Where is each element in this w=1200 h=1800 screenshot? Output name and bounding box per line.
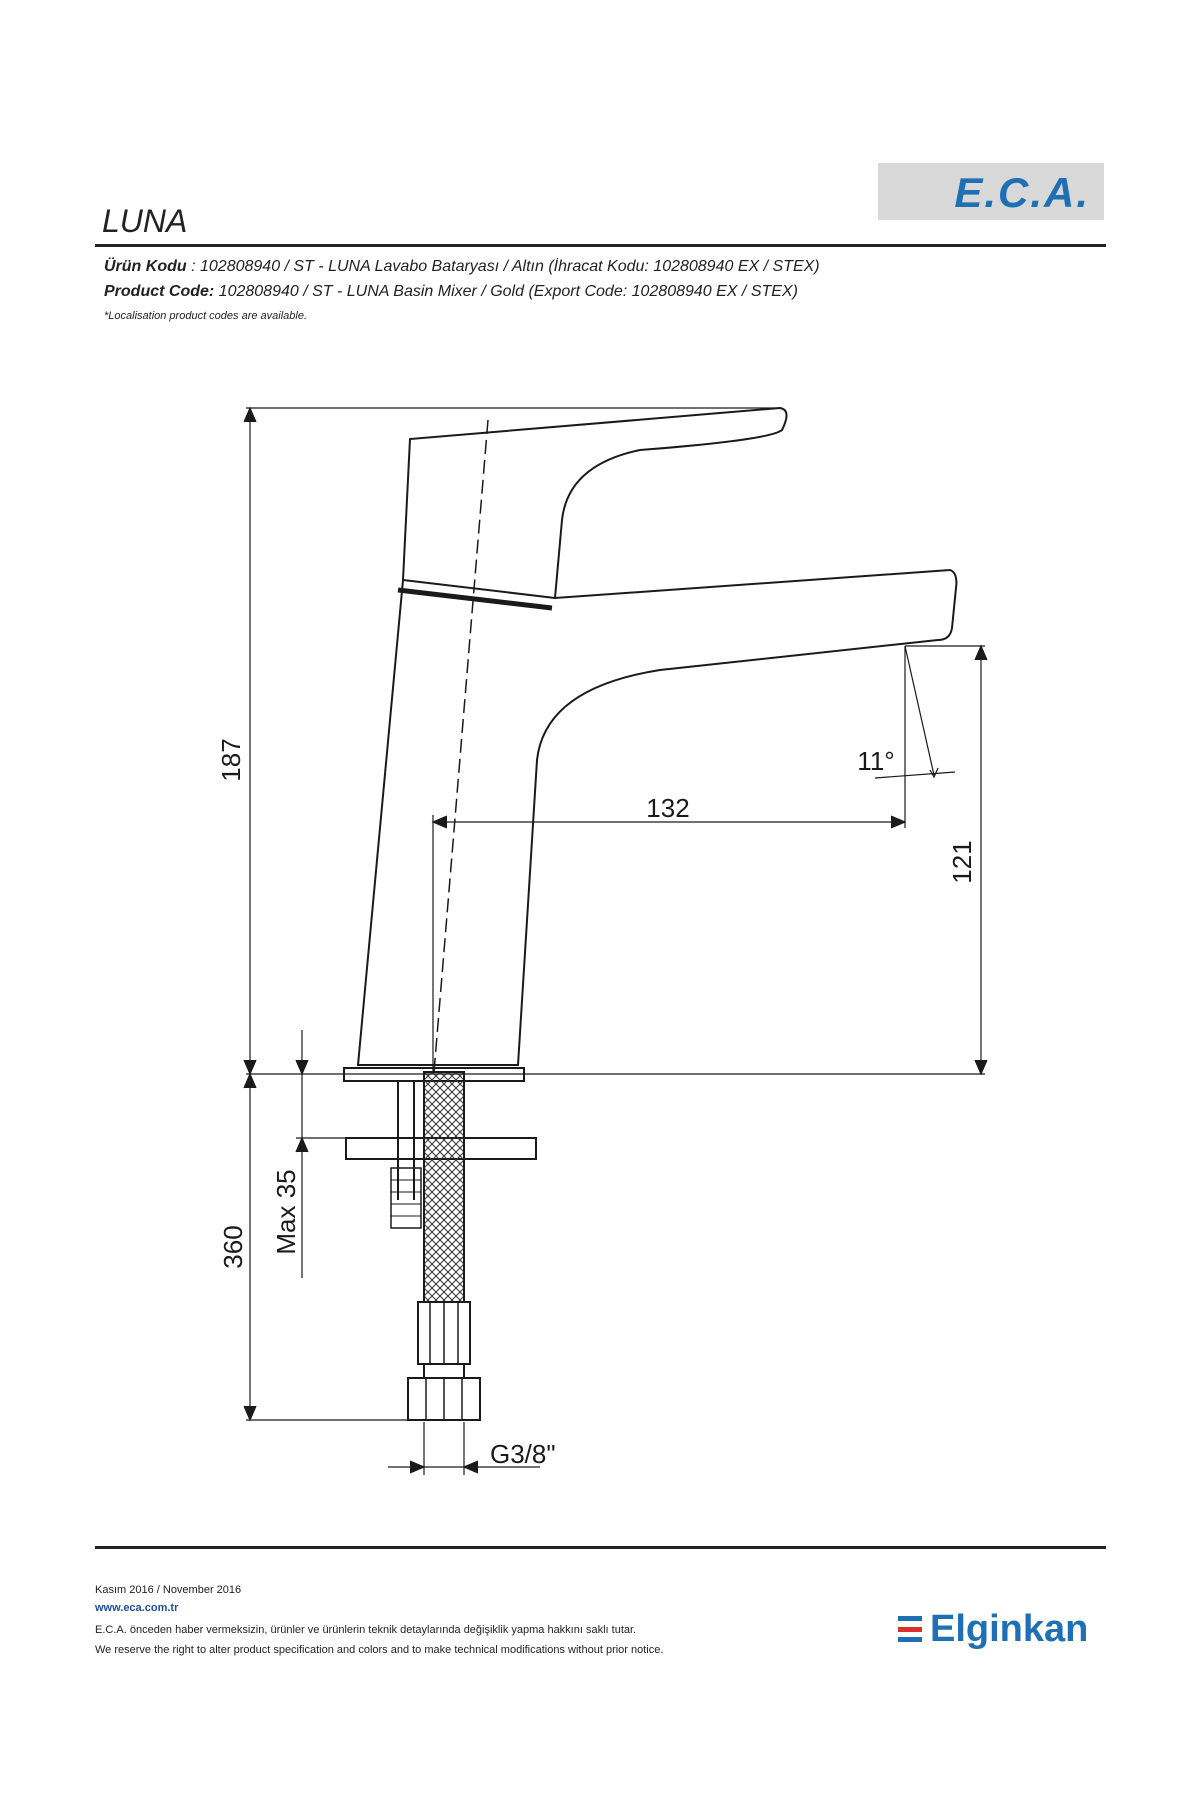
dim-max-counter: Max 35 (271, 1169, 301, 1254)
product-code-tr-label: Ürün Kodu (104, 258, 187, 275)
dim-aerator-angle: 11° (857, 746, 894, 776)
eca-logo: E.C.A. (954, 169, 1090, 216)
dim-spout-reach: 132 (646, 793, 689, 823)
elginkan-logo: Elginkan (898, 1604, 1088, 1654)
footer-disclaimer-en: We reserve the right to alter product sp… (95, 1644, 664, 1656)
hose-collar (423, 1363, 465, 1379)
fixing-nut (390, 1167, 422, 1229)
footer-date: Kasım 2016 / November 2016 (95, 1584, 242, 1596)
localisation-note: *Localisation product codes are availabl… (104, 310, 308, 322)
dim-spout-height: 121 (947, 840, 977, 883)
product-code-tr-value: : 102808940 / ST - LUNA Lavabo Bataryası… (191, 258, 820, 275)
product-code-en: Product Code: 102808940 / ST - LUNA Basi… (104, 283, 798, 301)
faucet-body-outline (356, 568, 958, 1066)
dim-total-height: 187 (216, 738, 246, 781)
product-code-en-label: Product Code: (104, 283, 215, 300)
product-code-en-value: 102808940 / ST - LUNA Basin Mixer / Gold… (218, 283, 798, 300)
elginkan-mark-icon (898, 1616, 922, 1642)
elginkan-name: Elginkan (930, 1607, 1089, 1650)
header-divider (95, 244, 1106, 247)
footer-website-link[interactable]: www.eca.com.tr (95, 1602, 179, 1614)
footer-disclaimer-tr: E.C.A. önceden haber vermeksizin, ürünle… (95, 1624, 637, 1636)
page-title: LUNA (102, 203, 188, 239)
footer-divider (95, 1546, 1106, 1549)
lever-base-line (397, 587, 553, 611)
handle-lever-outline (402, 406, 788, 599)
center-axis (433, 419, 489, 1073)
dim-connection: G3/8" (490, 1439, 556, 1469)
braided-hose (423, 1071, 465, 1303)
product-code-tr: Ürün Kodu : 102808940 / ST - LUNA Lavabo… (104, 258, 820, 276)
dim-hose-length: 360 (218, 1225, 248, 1268)
brand-logo-box: E.C.A. (878, 163, 1104, 220)
